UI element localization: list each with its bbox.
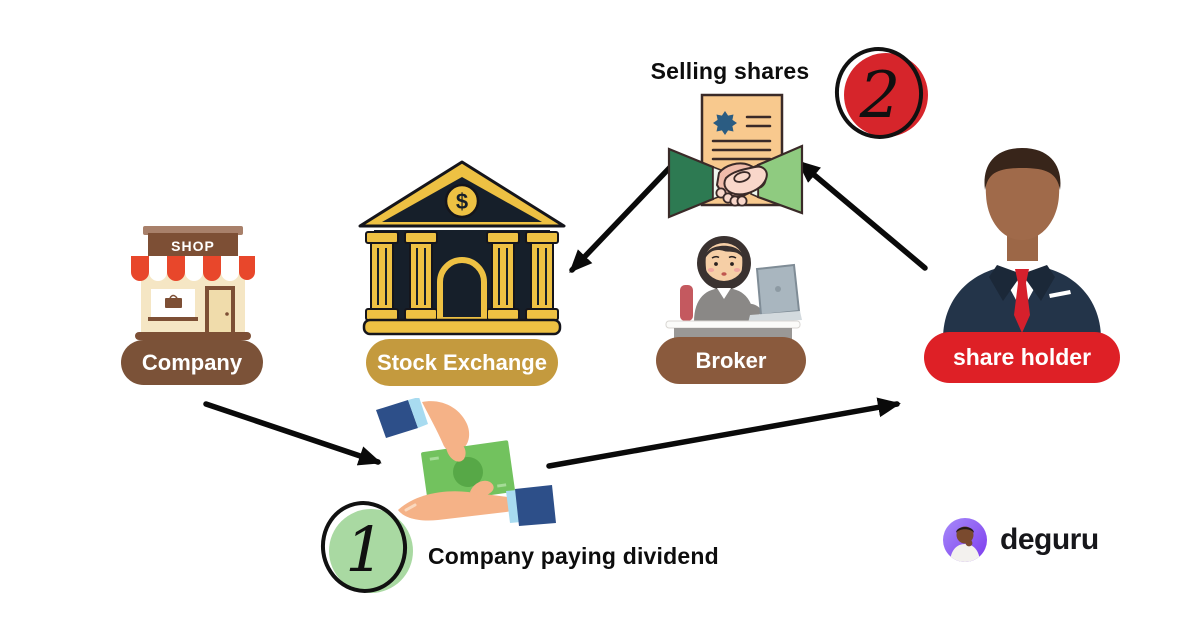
arrow-dividend-payment-to-share-holder: [546, 397, 901, 469]
share-holder-pill: share holder: [924, 332, 1120, 383]
person-at-laptop-icon: [665, 236, 802, 345]
broker-pill: Broker: [656, 337, 806, 384]
shop-storefront-icon: SHOP: [131, 226, 255, 340]
bank-building-icon: $: [358, 160, 566, 336]
handshake-contract-icon: [667, 93, 804, 219]
businessman-suit-icon: [943, 148, 1101, 339]
dollar-sign: $: [456, 189, 468, 214]
company-paying-dividend-label: Company paying dividend: [428, 543, 719, 569]
brand-logo: deguru: [943, 518, 1099, 562]
selling-shares-label: Selling shares: [650, 58, 810, 84]
step-1-number: 1: [345, 513, 384, 586]
company-pill: Company: [121, 340, 263, 385]
shop-sign-text: SHOP: [171, 238, 215, 254]
stock-exchange-label: Stock Exchange: [377, 349, 547, 375]
step-1-badge: 1: [320, 500, 415, 596]
step-2-number: 2: [859, 59, 901, 133]
arrow-company-to-dividend-payment: [203, 401, 382, 466]
brand-name: deguru: [1000, 523, 1099, 556]
arrow-share-holder-to-handshake-contract: [796, 160, 928, 271]
seal-star-icon: [713, 111, 737, 135]
deguru-avatar-icon: [943, 518, 987, 562]
step-2-badge: 2: [834, 45, 929, 141]
broker-label: Broker: [695, 347, 767, 373]
share-holder-label: share holder: [952, 344, 1092, 370]
arrow-handshake-contract-to-stock-exchange: [569, 157, 680, 273]
dividend-payment-icon: [376, 398, 556, 526]
company-label: Company: [141, 349, 243, 375]
stock-exchange-pill: Stock Exchange: [366, 339, 558, 386]
